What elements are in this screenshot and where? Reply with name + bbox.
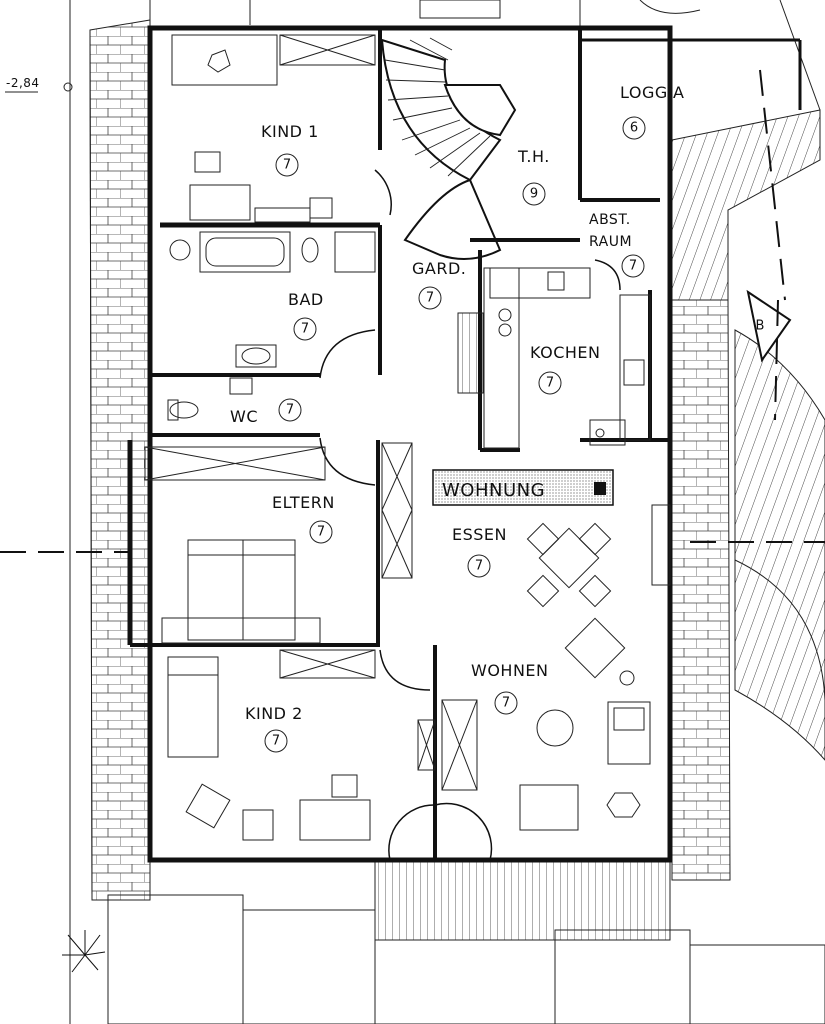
room-number: 7 [629,259,637,274]
balcony-bottom [374,859,671,941]
spiral-stair [380,37,517,260]
kind2-furniture [167,649,436,841]
room-number: 6 [630,121,638,136]
exterior-brick-left [69,0,151,1024]
room-name: ELTERN [272,493,335,512]
room-bad: BAD 7 [288,290,324,341]
room-name: LOGGIA [620,83,684,102]
section-lines [0,69,825,553]
room-number: 7 [546,376,554,391]
room-name-line1: ABST. [589,212,631,228]
room-wohnen: WOHNEN 7 [471,661,549,715]
eltern-furniture [144,442,413,644]
room-name-line2: RAUM [589,234,632,250]
room-name: GARD. [412,259,466,278]
room-name: KIND 1 [261,122,319,141]
kitchen-fixtures [457,267,651,449]
room-name: WC [230,407,258,426]
wc-fixtures [167,377,253,421]
room-th: T.H. 9 [517,147,550,206]
lower-structures [107,894,825,1024]
elevation-marker: -2,84 [5,76,73,93]
walls [127,25,802,863]
living-furniture [441,617,651,831]
apartment-label-box: WOHNUNG [432,469,614,506]
elevation-label: -2,84 [6,76,40,90]
room-eltern: ELTERN 7 [272,493,335,544]
room-wc: WC 7 [230,398,302,426]
kind1-furniture [171,34,376,223]
room-number: 7 [286,403,294,418]
terrace-hatch-right [734,329,825,761]
room-name: BAD [288,290,324,309]
room-name: WOHNEN [471,661,549,680]
door-swings [319,169,621,861]
room-gard: GARD. 7 [412,259,466,310]
room-number: 7 [475,559,483,574]
room-loggia: LOGGIA 6 [620,83,684,140]
dining-set [526,504,671,608]
room-number: 7 [317,525,325,540]
stair-marker-label: B [756,319,765,334]
room-name: KIND 2 [245,704,303,723]
room-number: 9 [530,187,538,202]
room-number: 7 [272,734,280,749]
room-kind2: KIND 2 7 [245,704,303,753]
apartment-label: WOHNUNG [442,480,545,501]
room-kochen: KOCHEN 7 [530,343,601,395]
room-essen: ESSEN 7 [452,525,507,578]
room-number: 7 [301,322,309,337]
room-number: 7 [283,158,291,173]
room-name: KOCHEN [530,343,601,362]
room-number: 7 [502,696,510,711]
plant-icon [62,930,106,973]
room-abstellraum: ABST. RAUM 7 [589,212,645,278]
room-name: T.H. [517,147,550,166]
room-name: ESSEN [452,525,507,544]
bathroom-fixtures [169,231,376,368]
room-number: 7 [426,291,434,306]
room-kind1: KIND 1 7 [261,122,319,177]
